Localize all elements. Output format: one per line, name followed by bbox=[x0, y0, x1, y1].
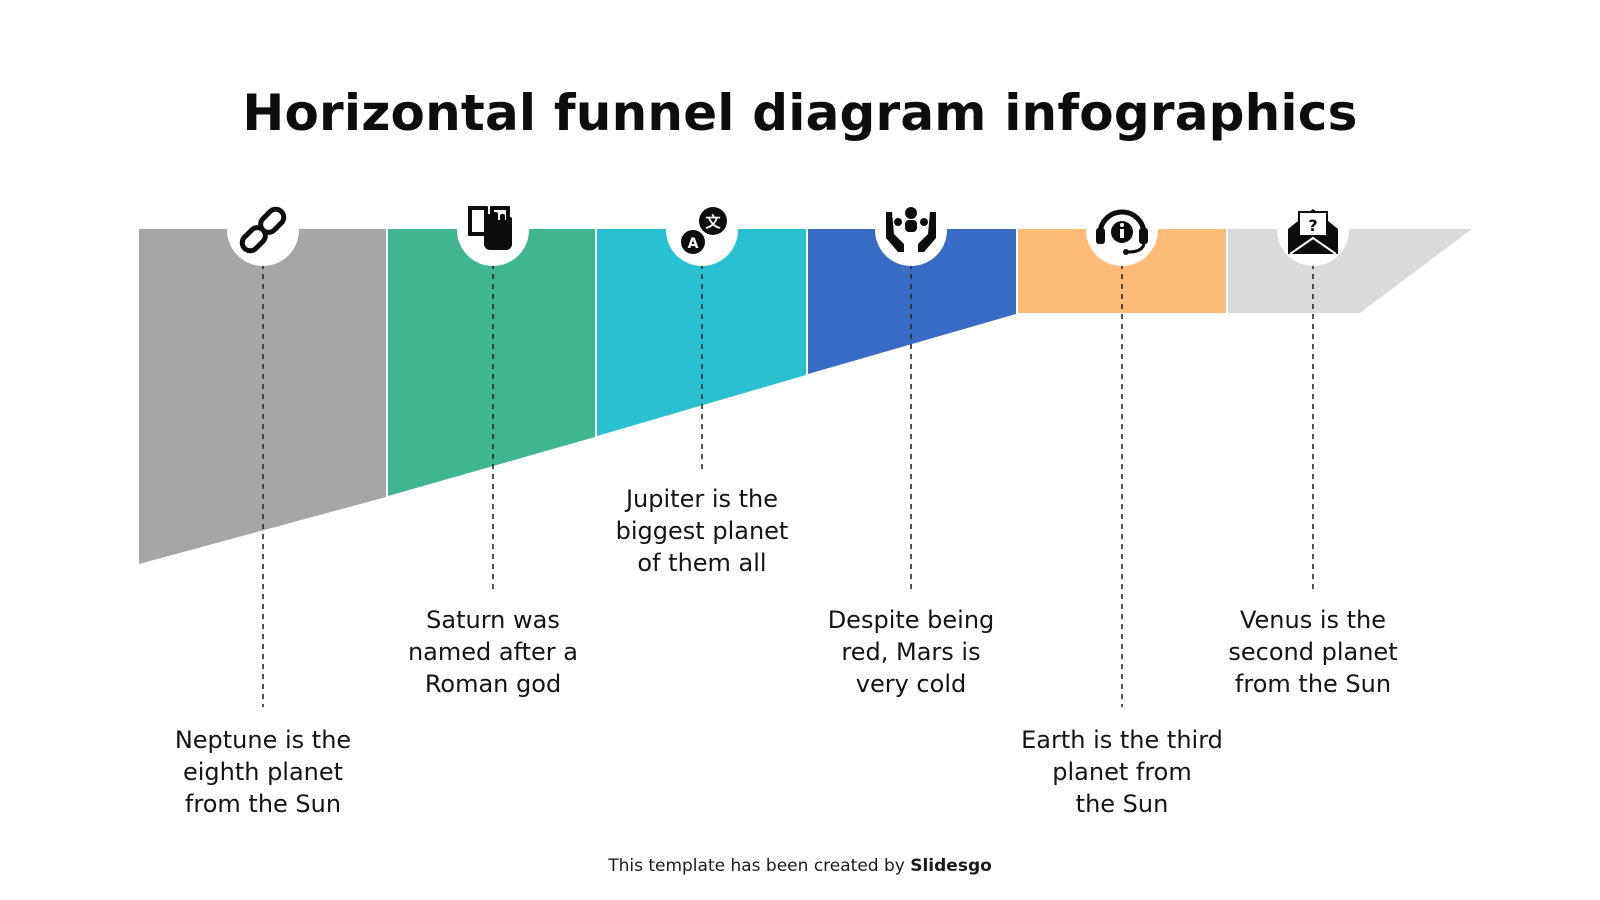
page-title: Horizontal funnel diagram infographics bbox=[242, 84, 1358, 142]
svg-text:A: A bbox=[688, 236, 699, 252]
stage-label-4: Despite being red, Mars is very cold bbox=[827, 606, 995, 698]
funnel-segment-2 bbox=[388, 229, 595, 496]
footer-brand[interactable]: Slidesgo bbox=[910, 856, 992, 876]
icon-badge-5 bbox=[1086, 194, 1158, 266]
icon-badge-1 bbox=[227, 194, 299, 266]
hand-book-icon bbox=[468, 206, 512, 250]
footer-credit: This template has been created by Slides… bbox=[0, 856, 1600, 876]
svg-text:?: ? bbox=[1308, 216, 1317, 235]
funnel-segment-3 bbox=[597, 229, 806, 436]
icon-badge-3: 文 A bbox=[666, 194, 738, 266]
stage-label-5: Earth is the third planet from the Sun bbox=[1021, 726, 1223, 818]
hands-people-icon bbox=[886, 207, 936, 252]
stage-label-2: Saturn was named after a Roman god bbox=[407, 606, 579, 698]
footer-text: This template has been created by bbox=[608, 856, 911, 876]
icon-badge-6: ? bbox=[1277, 194, 1349, 266]
funnel-segment-6 bbox=[1228, 229, 1472, 313]
headset-info-icon bbox=[1096, 209, 1148, 255]
funnel-segment-4 bbox=[808, 229, 1016, 374]
funnel-segment-5 bbox=[1018, 229, 1226, 313]
translate-icon: 文 A bbox=[681, 207, 727, 254]
svg-text:文: 文 bbox=[705, 213, 721, 231]
icon-badge-4 bbox=[875, 194, 947, 266]
stage-label-3: Jupiter is the biggest planet of them al… bbox=[615, 485, 789, 577]
stage-label-6: Venus is the second planet from the Sun bbox=[1228, 606, 1398, 698]
mail-question-icon: ? bbox=[1288, 209, 1338, 255]
stage-label-1: Neptune is the eighth planet from the Su… bbox=[174, 726, 352, 818]
link-icon bbox=[239, 206, 287, 254]
icon-badge-2 bbox=[457, 194, 529, 266]
